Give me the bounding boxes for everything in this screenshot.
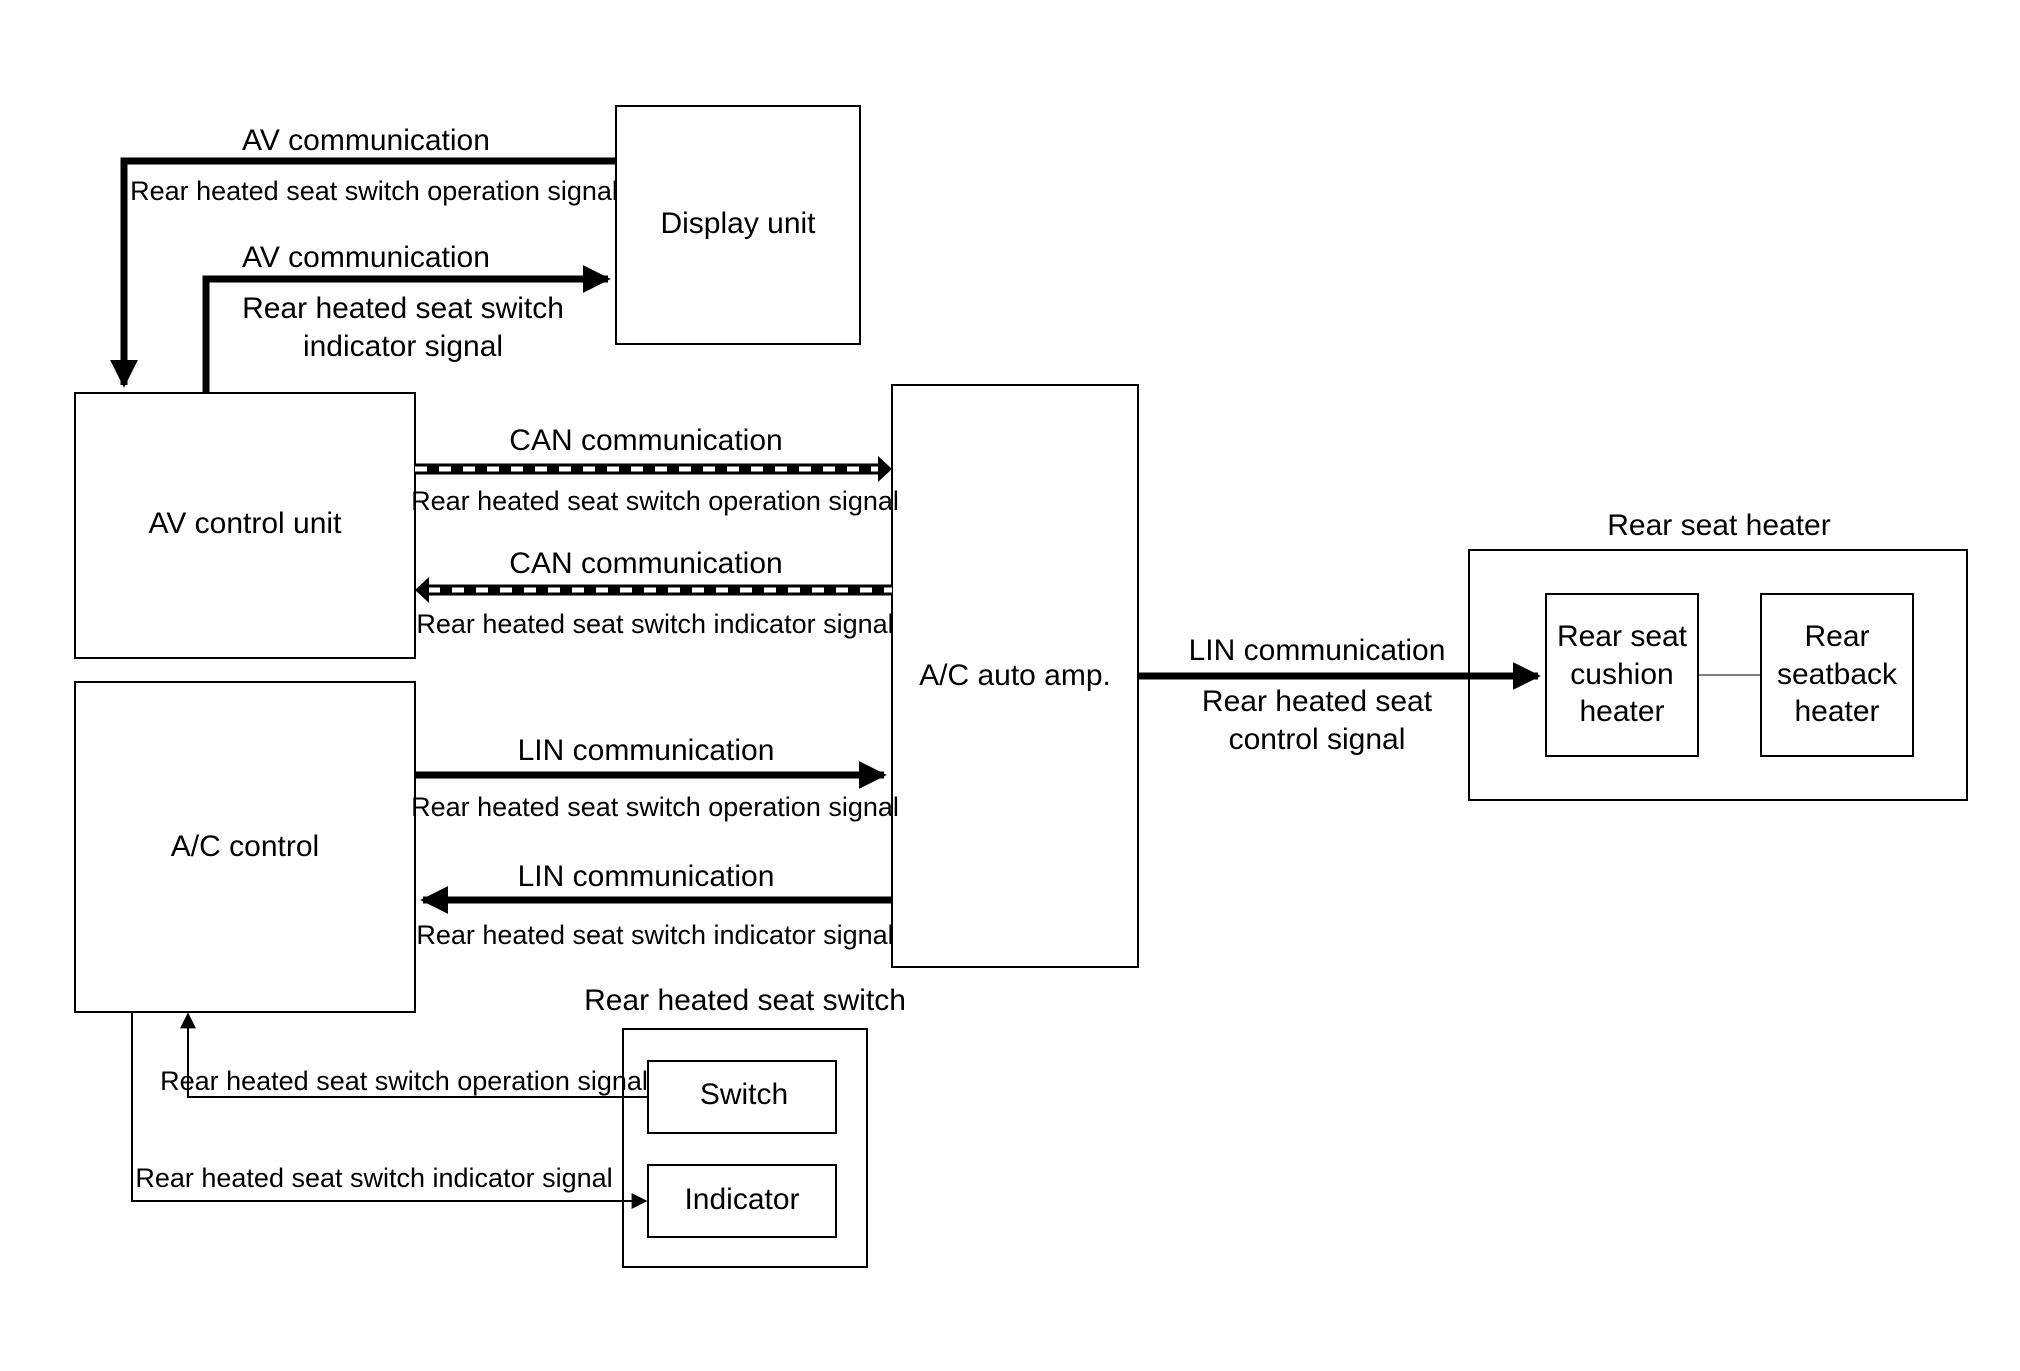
lin-operation-signal-label: Rear heated seat switch operation signal [411,792,899,822]
ac-control-block: A/C control [74,681,416,1013]
lin-control-signal-path: LIN communication Rear heated seat contr… [1138,634,1541,756]
av-indicator-signal-path: AV communication Rear heated seat switch… [202,241,611,393]
can-comm-label-1: CAN communication [509,424,782,457]
lin-comm-label-3: LIN communication [1189,634,1446,667]
can-operation-signal-label: Rear heated seat switch operation signal [411,486,899,516]
display-unit-block: Display unit [615,105,861,345]
av-comm-label-1: AV communication [242,124,490,157]
switch-indicator-signal-label: Rear heated seat switch indicator signal [135,1163,612,1193]
av-operation-signal-label: Rear heated seat switch operation signal [130,176,618,206]
rear-heated-seat-switch-group: Rear heated seat switch Switch Indicator [584,984,906,1268]
cushion-heater-label-line3: heater [1579,695,1664,728]
rear-seat-heater-title: Rear seat heater [1607,509,1830,542]
switch-operation-arrow [180,1012,648,1098]
switch-block: Switch [647,1060,837,1134]
rear-heated-seat-switch-title: Rear heated seat switch [584,984,906,1017]
seatback-heater-block: Rear seatback heater [1760,593,1914,757]
cushion-heater-block: Rear seat cushion heater [1545,593,1699,757]
switch-indicator-arrow [131,1012,648,1209]
can-indicator-signal-label: Rear heated seat switch indicator signal [416,609,893,639]
display-unit-label: Display unit [660,207,816,240]
indicator-label: Indicator [684,1183,799,1216]
cushion-heater-label-line1: Rear seat [1557,620,1688,653]
ac-control-label: A/C control [171,830,319,863]
can-indicator-arrowhead [415,577,429,603]
lin-indicator-signal-label: Rear heated seat switch indicator signal [416,920,893,950]
av-control-unit-label: AV control unit [149,507,343,540]
can-operation-arrowhead [878,456,892,482]
ac-auto-amp-label: A/C auto amp. [919,659,1111,692]
av-indicator-signal-line1: Rear heated seat switch [242,292,564,325]
can-comm-label-2: CAN communication [509,547,782,580]
switch-indicator-signal-path: Rear heated seat switch indicator signal [131,1012,648,1209]
rear-seat-heater-group: Rear seat heater Rear seat cushion heate… [1468,509,1968,801]
control-signal-line1: Rear heated seat [1202,685,1433,718]
lin-indicator-signal-path: LIN communication Rear heated seat switc… [416,860,893,950]
av-comm-label-2: AV communication [242,241,490,274]
control-signal-line2: control signal [1229,723,1406,756]
seatback-heater-label-line3: heater [1794,695,1879,728]
av-operation-signal-path: AV communication Rear heated seat switch… [110,124,618,388]
indicator-block: Indicator [647,1164,837,1238]
lin-comm-label-2: LIN communication [518,860,775,893]
av-indicator-signal-line2: indicator signal [303,330,503,363]
switch-operation-signal-label: Rear heated seat switch operation signal [160,1066,648,1096]
av-indicator-arrow [202,265,611,393]
seatback-heater-label-line2: seatback [1777,658,1898,691]
cushion-heater-label-line2: cushion [1570,658,1673,691]
lin-operation-signal-path: LIN communication Rear heated seat switc… [411,734,899,822]
can-operation-signal-path: CAN communication Rear heated seat switc… [411,424,899,516]
switch-label: Switch [700,1078,788,1111]
seatback-heater-label-line1: Rear [1804,620,1869,653]
switch-operation-signal-path: Rear heated seat switch operation signal [160,1012,648,1098]
av-operation-arrow [110,157,616,388]
lin-comm-label-1: LIN communication [518,734,775,767]
ac-auto-amp-block: A/C auto amp. [891,384,1139,968]
av-control-unit-block: AV control unit [74,392,416,659]
can-indicator-signal-path: CAN communication Rear heated seat switc… [415,547,894,639]
